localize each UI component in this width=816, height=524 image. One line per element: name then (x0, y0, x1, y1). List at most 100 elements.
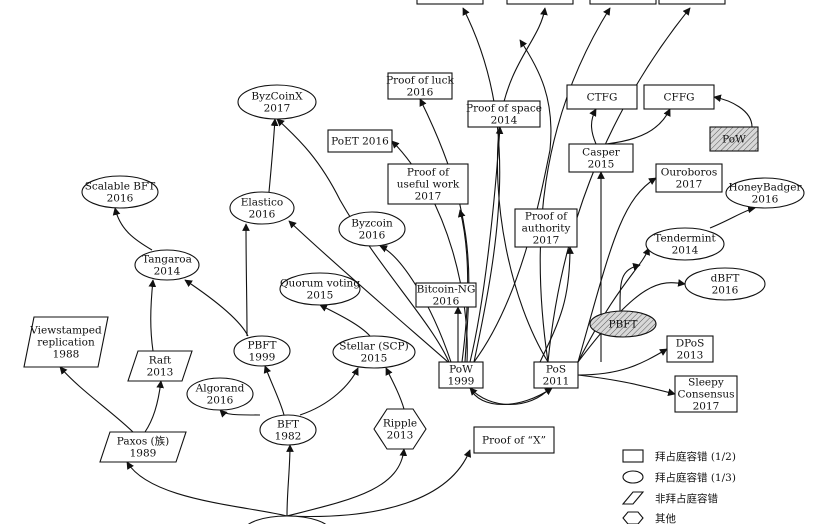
node-sleepy-consensus-label: Consensus (677, 389, 734, 401)
node-quorum-voting-label: 2015 (307, 290, 334, 302)
node-proof-of-x: Proof of “X” (473, 426, 555, 454)
node-byzcoinx-shape (237, 84, 317, 120)
node-paxos-shape (99, 431, 187, 463)
edge-arrow (184, 279, 249, 337)
edge-arrow (589, 108, 597, 145)
node-tangaroa-label: 2014 (154, 266, 181, 278)
edge-arrow (144, 380, 164, 433)
node-byzcoin-shape (338, 211, 406, 247)
node-pbft-1999-label: PBFT (247, 340, 276, 352)
node-raft-label: 2013 (147, 367, 174, 379)
node-proof-of-space-label: 2014 (491, 115, 518, 127)
node-viewstamped-label: Viewstamped (29, 325, 102, 337)
node-casper-label: 2015 (588, 159, 615, 171)
node-bft-1982-shape (259, 414, 317, 446)
edge-arrow (319, 304, 371, 337)
edge-arrow (539, 7, 611, 363)
node-tendermint-label: Tendermint (654, 233, 716, 245)
node-tangaroa-label: Tangaroa (142, 254, 192, 266)
node-tendermint-label: 2014 (672, 245, 699, 257)
edge-arrow (577, 247, 650, 363)
node-paxos-label: Paxos (族) (117, 435, 170, 448)
node-scalable-bft-label: 2016 (107, 193, 134, 205)
edge-arrow (148, 279, 157, 352)
edge-arrow (539, 246, 574, 363)
node-ouroboros-shape (655, 163, 723, 193)
node-poet: PoET 2016 (327, 129, 393, 153)
edge-arrow (462, 7, 501, 363)
node-cffg-shape (643, 84, 715, 110)
node-pbft-hatched-label: PBFT (608, 319, 637, 331)
node-ripple-label: 2013 (387, 430, 414, 442)
legend-ellipse-icon (622, 470, 644, 484)
legend-item: 其他 (622, 511, 676, 524)
top-cut-boxes (416, 0, 726, 5)
node-pbft-1999-shape (233, 335, 291, 367)
node-ripple-label: Ripple (383, 418, 417, 430)
node-elastico-label: Elastico (241, 197, 283, 209)
node-paxos: Paxos (族)1989 (99, 431, 187, 463)
edge-arrow (577, 177, 657, 363)
node-pbft-hatched: PBFT (589, 310, 657, 338)
node-proof-of-authority-label: 2017 (533, 235, 560, 247)
node-poet-label: PoET 2016 (331, 136, 389, 148)
node-byzcoin-label: 2016 (359, 230, 386, 242)
node-quorum-voting-shape (279, 272, 361, 306)
edge-arrow (299, 367, 359, 416)
node-root: 共识算法 (248, 515, 326, 524)
legend-label: 拜占庭容错 (1/3) (655, 471, 736, 484)
legend-rect-icon (622, 449, 644, 463)
node-sleepy-consensus-label: 2017 (693, 401, 720, 413)
edge-arrow (59, 366, 134, 433)
node-byzcoinx-label: 2017 (264, 103, 291, 115)
node-viewstamped-label: 1988 (53, 349, 80, 361)
node-dpos-shape (666, 335, 714, 363)
edge-arrow (219, 409, 261, 418)
node-ouroboros-label: Ouroboros (661, 167, 717, 179)
node-pow-hatched: PoW (709, 126, 759, 152)
node-pos-2011-label: PoS (546, 364, 566, 376)
edge-arrow (242, 223, 250, 337)
legend-parallelogram-icon (621, 491, 645, 505)
node-proof-of-useful-work-shape (387, 163, 469, 205)
node-viewstamped-shape (23, 316, 109, 368)
edge-arrow (286, 449, 471, 518)
node-proof-of-luck-shape (387, 72, 453, 100)
node-tangaroa-shape (134, 249, 200, 281)
node-ctfg: CTFG (566, 84, 638, 110)
node-proof-of-x-label: Proof of “X” (482, 435, 546, 447)
node-dpos-label: 2013 (677, 350, 704, 362)
edge-arrow (276, 118, 450, 363)
node-dbft-label: 2016 (712, 285, 739, 297)
node-raft-shape (127, 350, 193, 382)
edge-arrow (713, 94, 753, 128)
edge-arrow (457, 209, 469, 363)
node-stellar-shape (332, 335, 416, 369)
node-pow-1999-label: 1999 (448, 376, 475, 388)
node-pow-1999-shape (438, 361, 484, 389)
node-pow-1999-label: PoW (449, 364, 473, 376)
node-algorand-shape (186, 377, 254, 411)
node-elastico-label: 2016 (249, 209, 276, 221)
node-stellar-label: 2015 (361, 353, 388, 365)
node-proof-of-authority-label: authority (522, 223, 571, 235)
edge-arrow (709, 205, 756, 229)
